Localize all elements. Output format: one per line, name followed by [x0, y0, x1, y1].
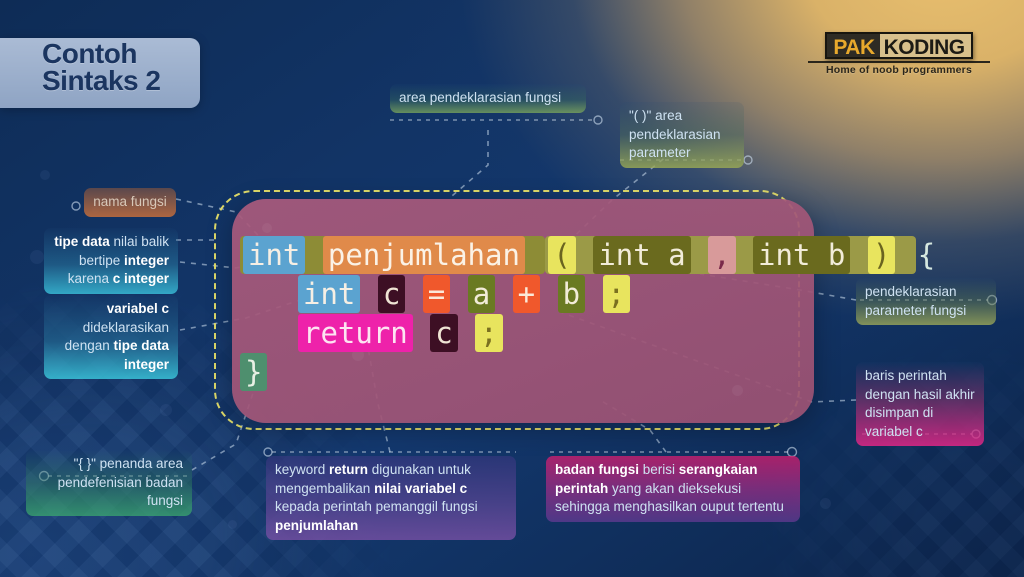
annotation-emphasis: integer [123, 252, 169, 268]
annotation-text: digunakan untuk mengembalikan [275, 462, 471, 496]
logo-wordmark: PAK KODING [808, 32, 990, 59]
annotation-text: dideklarasikan dengan [64, 319, 169, 354]
code-highlight-band: int penjumlahan [240, 236, 546, 274]
annotation-emphasis: c integer [112, 271, 169, 286]
token-var-c: c [377, 275, 406, 313]
bokeh-dot [40, 170, 50, 180]
annotation-text: berisi [639, 462, 679, 477]
annotation-text: keyword [275, 462, 330, 477]
token-operand-b: b [557, 275, 586, 313]
token-return-type: int [243, 236, 306, 274]
brand-logo: PAK KODING Home of noob programmers [808, 32, 990, 76]
token-paren-open: ( [548, 236, 576, 274]
token-paren-close: ) [867, 236, 896, 274]
annotation-emphasis: penjumlahan [275, 517, 359, 533]
annotation-text: nilai balik bertipe [78, 234, 169, 268]
code-block: int penjumlahan ( int a , int b ) {int c… [240, 236, 935, 392]
token-semicolon-1: ; [602, 275, 631, 313]
title-bar [0, 38, 200, 108]
annotation-emphasis: tipe data [54, 234, 110, 249]
code-line-1: int penjumlahan ( int a , int b ) { [240, 236, 935, 275]
annotation-nama-fungsi: nama fungsi [84, 188, 176, 217]
annotation-area-pendeklarasian-fungsi: area pendeklarasian fungsi [390, 84, 586, 113]
token-comma: , [708, 236, 736, 274]
token-brace-open: { [917, 238, 936, 272]
token-plus: + [512, 275, 541, 313]
page-title: Contoh Sintaks 2 [42, 38, 161, 97]
logo-tagline: Home of noob programmers [808, 61, 990, 76]
annotation-variabel-c: variabel c dideklarasikan dengan tipe da… [44, 295, 178, 379]
annotation-text: yang akan dieksekusi sehingga menghasilk… [555, 480, 784, 515]
annotation-emphasis: return [329, 462, 369, 477]
token-assign: = [422, 275, 451, 313]
code-parameter-band: ( int a , int b ) [545, 236, 916, 274]
annotation-emphasis: variabel c [106, 301, 169, 316]
annotation-text: kepada perintah pemanggil fungsi [275, 499, 478, 514]
token-param-a: int a [593, 236, 691, 274]
token-function-name: penjumlahan [322, 236, 525, 274]
bokeh-dot [820, 498, 831, 509]
code-line-3: return c ; [240, 314, 820, 353]
annotation-emphasis: serangkaian perintah [555, 462, 758, 496]
panel-dot [732, 385, 743, 396]
token-semicolon-2: ; [475, 314, 503, 352]
panel-dot [262, 223, 272, 233]
annotation-baris-perintah: baris perintah dengan hasil akhir disimp… [856, 362, 984, 446]
logo-koding-text: KODING [879, 32, 973, 59]
logo-pak-text: PAK [825, 32, 880, 59]
annotation-parameter-paren-area: "( )" area pendeklarasian parameter [620, 102, 744, 168]
token-int-type: int [298, 275, 361, 313]
annotation-emphasis: tipe data integer [113, 338, 169, 372]
code-line-2: int c = a + b ; [240, 275, 820, 314]
annotation-text: karena [67, 271, 113, 286]
token-operand-a: a [467, 275, 496, 313]
bokeh-dot [30, 250, 44, 264]
annotation-pendeklarasian-parameter: pendeklarasian parameter fungsi [856, 278, 996, 325]
panel-dot [352, 349, 364, 361]
annotation-emphasis: badan fungsi [555, 462, 639, 477]
code-line-4: } [240, 353, 820, 392]
annotation-brace-badan-fungsi: "{ }" penanda area pendefenisian badan f… [26, 450, 192, 516]
token-param-b: int b [753, 236, 851, 274]
bokeh-dot [228, 520, 237, 529]
token-return-keyword: return [298, 314, 413, 352]
annotation-keyword-return: keyword return digunakan untuk mengembal… [266, 456, 516, 540]
token-brace-close: } [240, 353, 268, 391]
bokeh-dot [160, 404, 172, 416]
annotation-badan-fungsi: badan fungsi berisi serangkaian perintah… [546, 456, 800, 522]
annotation-emphasis: nilai variabel c [374, 480, 468, 496]
annotation-tipe-data-nilai-balik: tipe data nilai balik bertipe integer ka… [44, 228, 178, 294]
token-return-value: c [430, 314, 458, 352]
